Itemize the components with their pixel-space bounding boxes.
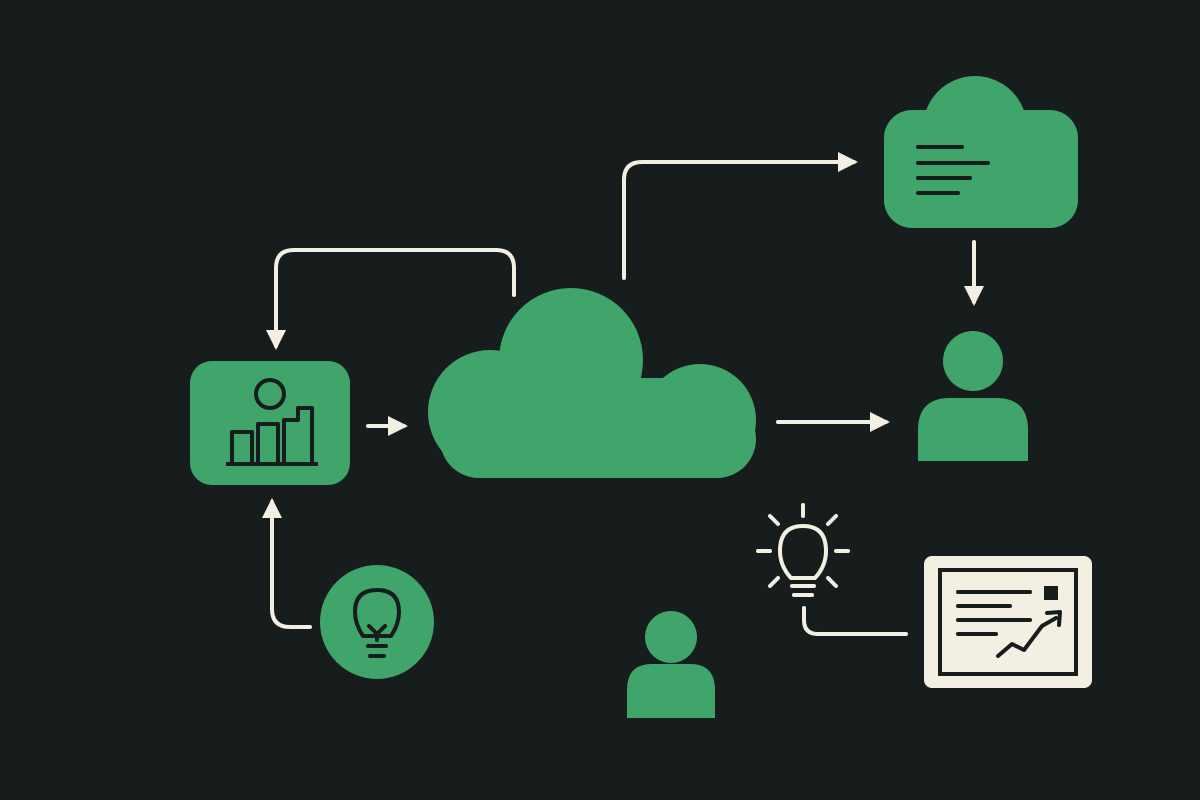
connector-lightbulb-to-analytics [262,498,312,629]
connector-idea-to-report [802,606,908,636]
cloud-icon [428,288,756,478]
lightbulb-circle [320,565,434,679]
cloud-document-icon [884,76,1078,228]
user-right [918,331,1028,461]
user-bottom [627,611,715,718]
analytics-box [190,361,350,485]
analytics-person-chart-icon [226,378,318,466]
lightbulb-icon [353,588,401,658]
connector-cloud-to-document-cloud [622,152,858,280]
user-icon [627,611,715,718]
report-panel [924,556,1092,688]
idea-lightbulb [756,503,850,597]
user-icon [918,331,1028,461]
glowing-lightbulb-icon [756,503,850,597]
central-cloud [428,288,756,478]
document-cloud [884,76,1078,228]
report-trend-icon [938,568,1078,676]
connector-cloud-to-analytics [266,248,516,350]
